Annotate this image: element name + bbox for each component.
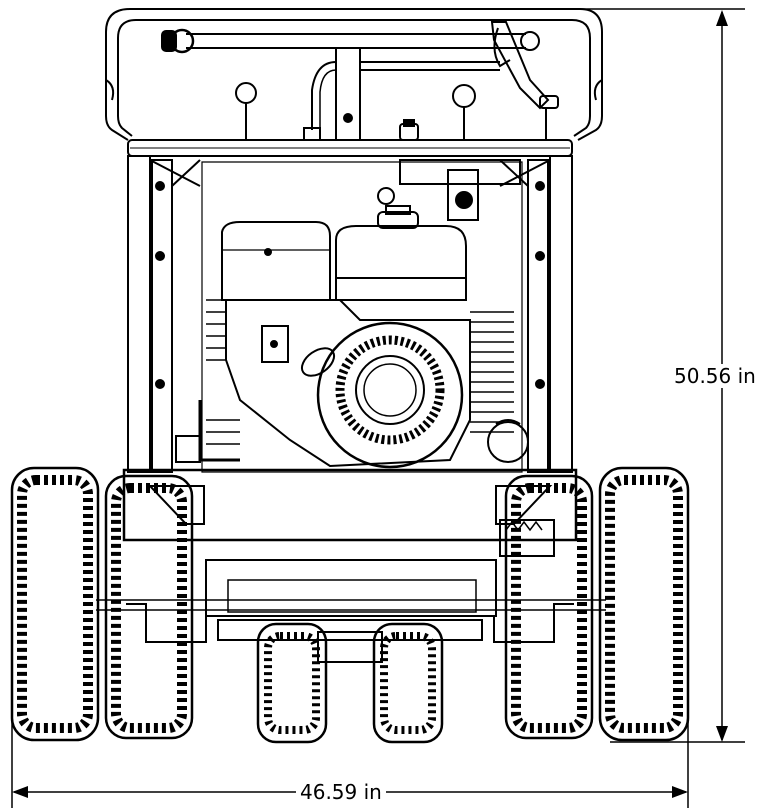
cooling-fins-left [206, 300, 240, 444]
control-bolt [271, 341, 277, 347]
engine-block [226, 300, 470, 466]
center-post [336, 48, 360, 140]
crossbar-cap-left [162, 31, 176, 51]
throttle-lever-arm [494, 28, 510, 66]
flywheel-hub [356, 356, 424, 424]
rail-right-inner [528, 160, 548, 472]
front-bumper [124, 470, 576, 540]
control-box [262, 326, 288, 362]
caster-wheel-right-tread [384, 636, 432, 730]
left-valve-body [176, 436, 200, 462]
rail-right-outer [550, 156, 572, 472]
wheels [12, 468, 688, 742]
hose-fitting [304, 128, 320, 140]
front-axle-bar [218, 620, 482, 640]
caster-wheel-left-tread [268, 636, 316, 730]
chassis [96, 470, 606, 662]
wheel-outer-right [600, 468, 688, 740]
height-arrow-bottom [716, 726, 728, 742]
width-dimension-label: 46.59 in [296, 780, 386, 804]
handle-side-notch-left [106, 80, 113, 100]
bumper-slot-left [150, 486, 204, 524]
axle-housing-inner [228, 580, 476, 612]
hose-loop [312, 62, 336, 130]
front-caster-mount [318, 632, 382, 662]
axle-housing [206, 560, 496, 616]
frame-bolt-2 [156, 252, 164, 260]
rail-left-outer [128, 156, 150, 472]
frame-bolt-5 [536, 252, 544, 260]
fuel-tank [336, 226, 466, 300]
caster-wheel-right [374, 624, 442, 742]
throttle-lever [492, 22, 548, 108]
flywheel-fins [340, 340, 440, 440]
unloader-knob [456, 192, 472, 208]
frame-bolt-6 [536, 380, 544, 388]
center-post-bolt [344, 114, 352, 122]
left-pipe [200, 400, 240, 460]
brace-left-1 [150, 160, 200, 186]
pressure-gauge [378, 188, 394, 204]
frame-bolt-3 [156, 380, 164, 388]
wheel-inner-right [506, 476, 592, 738]
wheel-inner-right-tread [516, 488, 582, 728]
flywheel-hub-inner [364, 364, 416, 416]
fuel-cap [378, 212, 418, 228]
rail-left-inner [152, 160, 172, 472]
oil-filler-cap [496, 420, 520, 424]
engine [176, 160, 528, 467]
lower-frame [126, 604, 206, 642]
wheel-inner-left-tread [116, 488, 182, 728]
pump-manifold [400, 160, 520, 184]
wheel-inner-left [106, 476, 192, 738]
frame-bolt-4 [536, 182, 544, 190]
caster-wheel-left [258, 624, 326, 742]
crossbar-knob-right [521, 32, 539, 50]
hose-loop-inner [320, 70, 336, 130]
frame-bolt-1 [156, 182, 164, 190]
hitch-bracket [500, 520, 554, 556]
pull-start-handle [297, 343, 339, 382]
brace-right-2 [500, 160, 528, 186]
wheel-outer-left [12, 468, 98, 740]
oil-filler [488, 422, 528, 462]
fuel-cap-top [386, 206, 410, 214]
inner-panel [202, 162, 522, 472]
width-arrow-right [672, 786, 688, 798]
air-cleaner-bolt [265, 249, 271, 255]
side-frame [128, 156, 572, 472]
width-arrow-left [12, 786, 28, 798]
air-cleaner [222, 222, 330, 300]
unloader-valve [448, 170, 478, 220]
handle-outer [106, 9, 602, 140]
wheel-outer-right-tread [610, 480, 678, 728]
handle-side-notch-right [595, 80, 602, 100]
flywheel-housing [318, 323, 462, 467]
wheel-outer-left-tread [22, 480, 88, 728]
cap-top [404, 120, 414, 126]
handle-frame [106, 9, 602, 156]
cooling-fins [470, 312, 514, 432]
bumper-slot-right [496, 486, 550, 524]
valve-knob-left [236, 83, 256, 103]
brace-left-2 [172, 160, 200, 186]
brace-right-1 [500, 160, 550, 186]
handle-inner [118, 20, 590, 136]
height-arrow-top [716, 10, 728, 26]
height-dimension-label: 50.56 in [672, 364, 758, 388]
valve-knob-right [453, 85, 475, 107]
throttle-grip [540, 96, 558, 108]
lower-frame-right [494, 604, 574, 642]
